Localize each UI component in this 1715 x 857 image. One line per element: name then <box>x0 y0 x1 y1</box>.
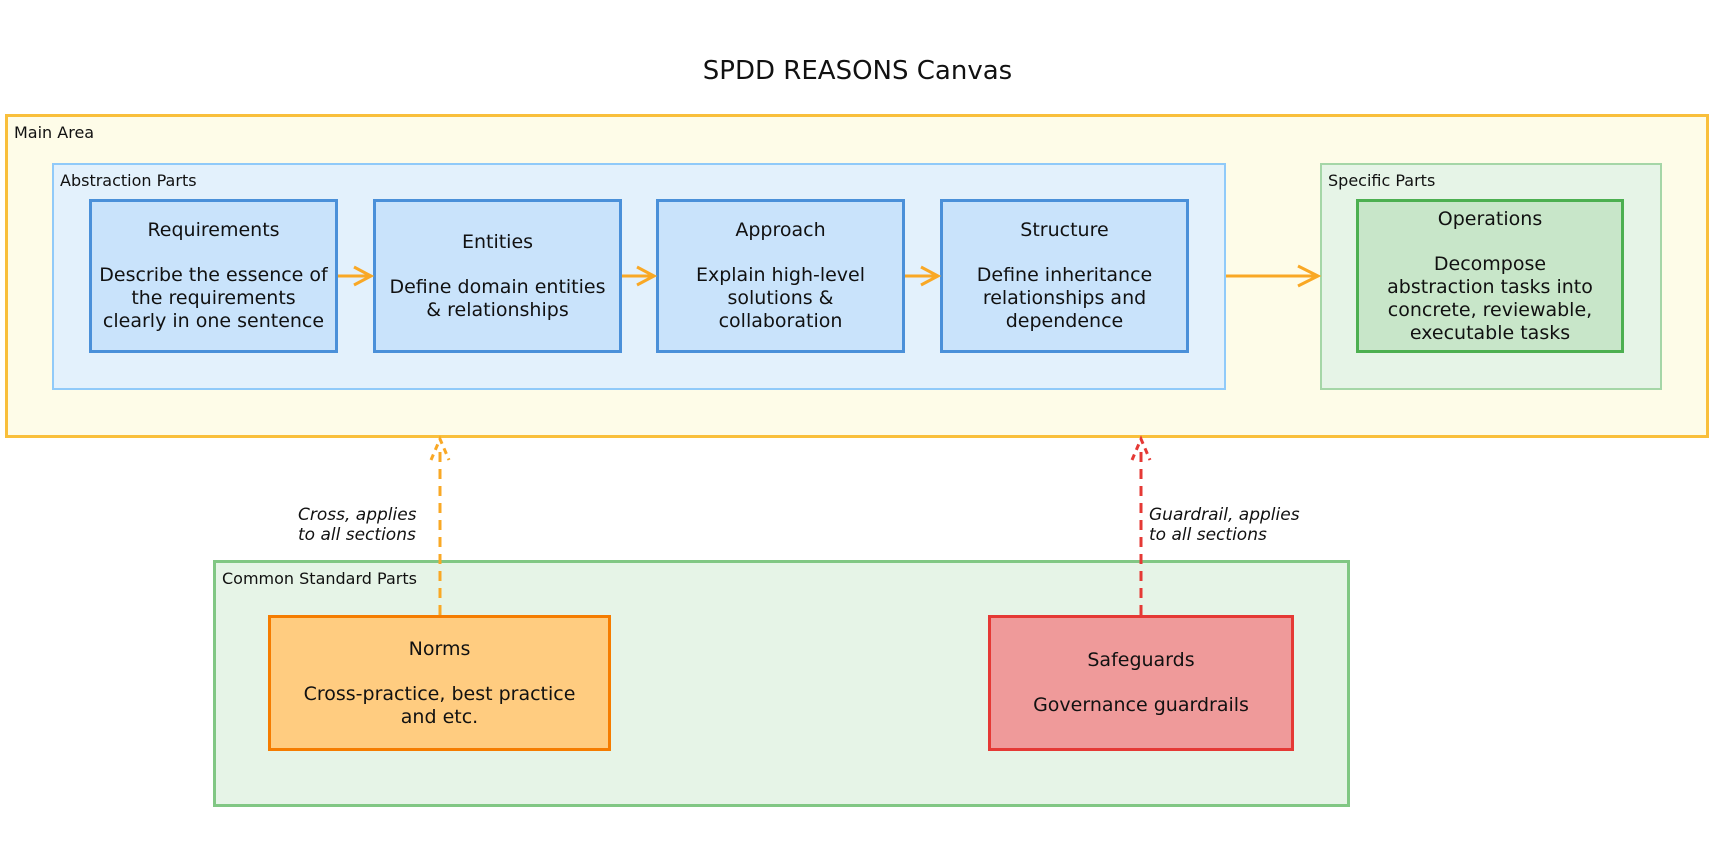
structure-title: Structure <box>1020 219 1109 241</box>
specific-parts-label: Specific Parts <box>1328 171 1436 190</box>
entities-node[interactable]: Entities Define domain entities & relati… <box>373 199 622 353</box>
approach-node[interactable]: Approach Explain high-level solutions & … <box>656 199 905 353</box>
safeguards-desc: Governance guardrails <box>1033 694 1249 716</box>
norms-desc: Cross-practice, best practice and etc. <box>303 682 576 728</box>
approach-title: Approach <box>735 219 826 241</box>
entities-desc: Define domain entities & relationships <box>389 275 606 321</box>
arrowhead-safeguards-main <box>1130 435 1152 461</box>
safeguards-title: Safeguards <box>1087 649 1195 671</box>
arrowhead-norms-main <box>429 435 451 461</box>
structure-node[interactable]: Structure Define inheritance relationshi… <box>940 199 1189 353</box>
entities-title: Entities <box>461 230 534 253</box>
diagram-title: SPDD REASONS Canvas <box>702 56 1013 86</box>
approach-desc: Explain high-level solutions & collabora… <box>695 264 866 332</box>
operations-desc: Decompose abstraction tasks into concret… <box>1387 252 1593 344</box>
structure-desc: Define inheritance relationships and dep… <box>976 264 1153 332</box>
operations-title: Operations <box>1437 207 1543 230</box>
requirements-node[interactable]: Requirements Describe the essence of the… <box>89 199 338 353</box>
common-standard-parts-label: Common Standard Parts <box>222 569 417 588</box>
operations-node[interactable]: Operations Decompose abstraction tasks i… <box>1356 199 1624 353</box>
safeguards-edge-label: Guardrail, applies to all sections <box>1149 505 1300 545</box>
main-area-label: Main Area <box>14 123 95 142</box>
requirements-desc: Describe the essence of the requirements… <box>99 264 328 332</box>
norms-title: Norms <box>408 637 471 660</box>
requirements-title: Requirements <box>147 219 280 241</box>
norms-node[interactable]: Norms Cross-practice, best practice and … <box>268 615 611 751</box>
safeguards-node[interactable]: Safeguards Governance guardrails <box>988 615 1294 751</box>
norms-edge-label: Cross, applies to all sections <box>298 505 417 545</box>
abstraction-parts-label: Abstraction Parts <box>60 171 197 190</box>
